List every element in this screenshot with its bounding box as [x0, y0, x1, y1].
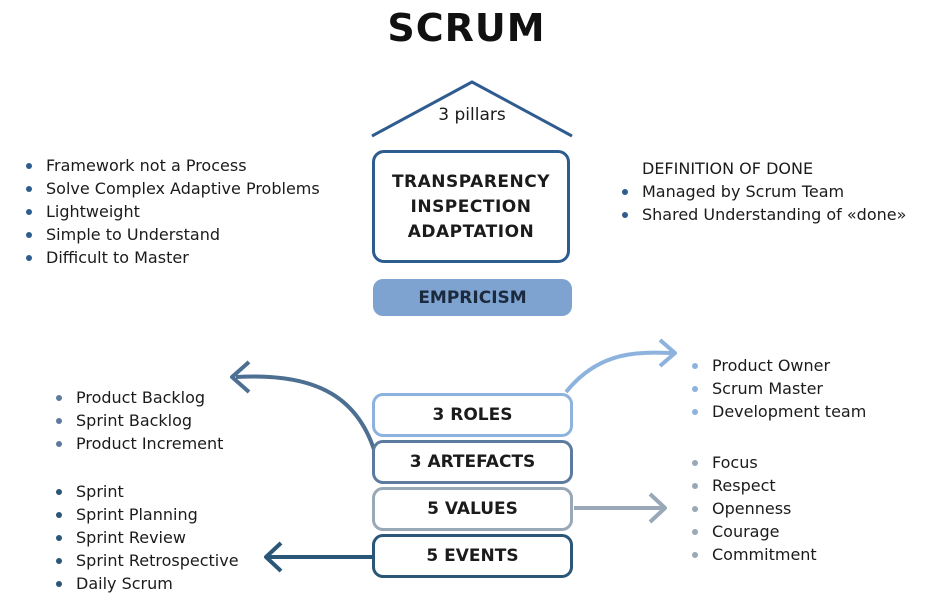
pillars-box: TRANSPARENCY INSPECTION ADAPTATION [372, 150, 570, 263]
arrow-to-events-head [264, 541, 283, 573]
list-item: Framework not a Process [22, 154, 320, 177]
list-item: Focus [688, 451, 817, 474]
list-item: Scrum Master [688, 377, 866, 400]
list-item: Sprint Retrospective [52, 549, 239, 572]
pillar-transparency: TRANSPARENCY [391, 171, 551, 192]
arrow-to-artefacts [235, 374, 378, 457]
artefacts-box: 3 ARTEFACTS [372, 440, 573, 484]
events-box: 5 EVENTS [372, 534, 573, 578]
list-item: Shared Understanding of «done» [618, 203, 906, 226]
list-item: Daily Scrum [52, 572, 239, 595]
list-item: Product Increment [52, 432, 223, 455]
values-box: 5 VALUES [372, 487, 573, 531]
list-item: Courage [688, 520, 817, 543]
list-item: Commitment [688, 543, 817, 566]
dod-title: DEFINITION OF DONE [642, 159, 814, 178]
list-item: Lightweight [22, 200, 320, 223]
list-item: Sprint Planning [52, 503, 239, 526]
list-item: Difficult to Master [22, 246, 320, 269]
events-list: Sprint Sprint Planning Sprint Review Spr… [52, 480, 239, 595]
list-item: Solve Complex Adaptive Problems [22, 177, 320, 200]
arrow-to-roles-head [658, 338, 677, 368]
characteristics-list: Framework not a Process Solve Complex Ad… [22, 154, 320, 269]
dod-list: Managed by Scrum Team Shared Understandi… [618, 180, 906, 226]
list-item: Sprint Review [52, 526, 239, 549]
list-item: Openness [688, 497, 817, 520]
list-item: Product Backlog [52, 386, 223, 409]
roles-list: Product Owner Scrum Master Development t… [688, 354, 866, 423]
list-item: Sprint [52, 480, 239, 503]
values-list: Focus Respect Openness Courage Commitmen… [688, 451, 817, 566]
arrow-to-values-head [648, 492, 667, 524]
list-item: Respect [688, 474, 817, 497]
list-item: Simple to Understand [22, 223, 320, 246]
roles-box: 3 ROLES [372, 393, 573, 437]
pillar-adaptation: ADAPTATION [407, 221, 535, 242]
empiricism-base: EMPRICISM [373, 279, 572, 316]
list-item: Product Owner [688, 354, 866, 377]
arrow-to-roles [564, 350, 673, 394]
artefacts-list: Product Backlog Sprint Backlog Product I… [52, 386, 223, 455]
list-item: Development team [688, 400, 866, 423]
list-item: Managed by Scrum Team [618, 180, 906, 203]
arrow-to-artefacts-head [230, 360, 251, 394]
page-title: SCRUM [387, 6, 546, 50]
roof-outline [371, 80, 573, 138]
pillars-label: 3 pillars [438, 105, 506, 125]
list-item: Sprint Backlog [52, 409, 223, 432]
pillar-inspection: INSPECTION [410, 196, 532, 217]
